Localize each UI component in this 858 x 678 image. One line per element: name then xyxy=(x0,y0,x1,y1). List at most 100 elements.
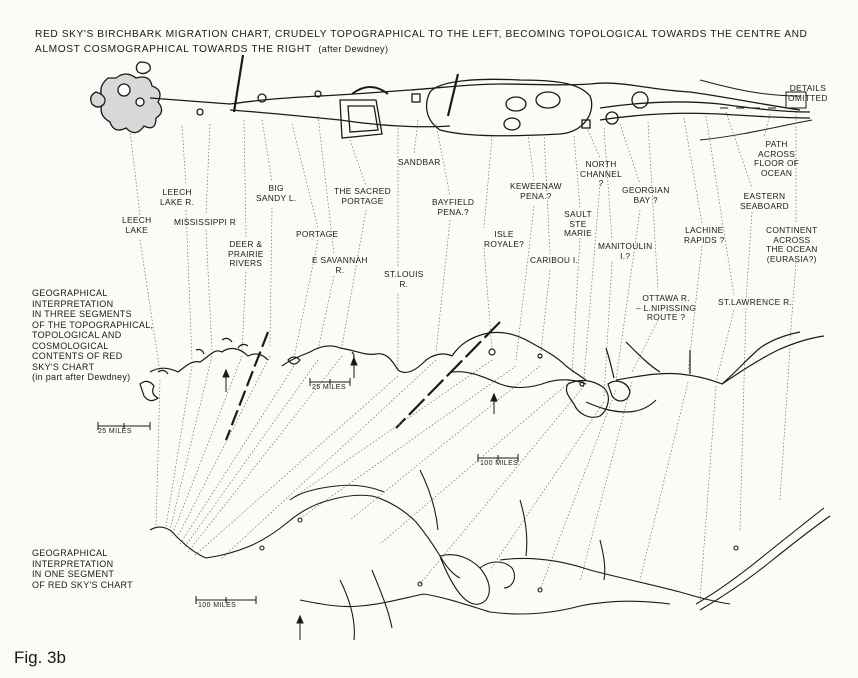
label-deer-prairie: DEER & PRAIRIE RIVERS xyxy=(228,239,264,269)
river-north-a xyxy=(419,469,606,581)
label-sandbar: SANDBAR xyxy=(398,157,441,167)
chart-sacred-portage-inner xyxy=(347,105,379,133)
chart-circle-2 xyxy=(135,97,145,107)
north-arrow-icon xyxy=(490,392,498,414)
ottawa-river xyxy=(615,331,801,385)
chart-circle-1 xyxy=(117,83,131,97)
label-sacred-portage: THE SACRED PORTAGE xyxy=(334,186,391,206)
chart-strip-right2 xyxy=(599,112,811,121)
segment-dividers xyxy=(224,54,501,441)
ottawa-outline xyxy=(499,557,731,605)
one-segment-map xyxy=(149,469,831,641)
label-eastern-seaboard: EASTERN SEABOARD xyxy=(740,191,789,211)
one-dot-c xyxy=(733,545,739,551)
chart-lake-3 xyxy=(503,117,521,131)
coast-east-superior xyxy=(451,331,587,381)
lower-coast xyxy=(299,593,671,615)
label-isle-royale: ISLE ROYALE? xyxy=(484,229,525,249)
birchbark-chart xyxy=(90,61,813,141)
label-manitoulin: MANITOULIN I.? xyxy=(598,241,653,261)
three-segment-map xyxy=(139,331,825,418)
chart-sq-b xyxy=(581,119,591,129)
huron-outline xyxy=(439,554,490,605)
st-lawrence-outline xyxy=(695,507,825,605)
leader-lines xyxy=(129,111,797,601)
label-portage: PORTAGE xyxy=(296,229,339,239)
coast-middle-lakes xyxy=(287,351,355,365)
coast-middle xyxy=(281,345,453,374)
chart-lake-2 xyxy=(535,91,561,109)
label-lachine: LACHINE RAPIDS ? xyxy=(684,225,725,245)
lake-michigan xyxy=(339,569,393,641)
north-arrows xyxy=(222,356,498,640)
superior-outline xyxy=(149,494,461,579)
chart-blob-leech-lake xyxy=(100,73,163,134)
chart-dot-a xyxy=(196,108,204,116)
lake-ontario xyxy=(585,399,657,413)
caption-one-segment: GEOGRAPHICAL INTERPRETATION IN ONE SEGME… xyxy=(32,548,133,590)
chart-hill xyxy=(351,86,389,95)
isle-royale-dot xyxy=(488,348,496,356)
label-st-lawrence: ST.LAWRENCE R. xyxy=(718,297,793,307)
label-mississippi: MISSISSIPPI R xyxy=(174,217,237,227)
one-dot-d xyxy=(297,517,303,523)
chart-dot-c xyxy=(314,90,322,98)
lake-huron xyxy=(565,379,609,418)
title-line-2-main: ALMOST COSMOGRAPHICAL TOWARDS THE RIGHT xyxy=(35,44,312,55)
label-keweenaw: KEWEENAW PENA.? xyxy=(510,181,562,201)
label-caribou: CARIBOU I. xyxy=(530,255,579,265)
river-north xyxy=(605,341,691,379)
title-line-2-sub: (after Dewdney) xyxy=(318,44,389,54)
label-continent: CONTINENT ACROSS THE OCEAN (EURASIA?) xyxy=(766,225,818,264)
chart-dot-e xyxy=(605,111,619,125)
scale-25-miles-middle: 25 MILES xyxy=(312,384,346,391)
scale-100-miles-middle: 100 MILES xyxy=(480,460,519,467)
scale-25-miles-left: 25 MILES xyxy=(98,428,132,435)
scale-100-miles-bottom: 100 MILES xyxy=(198,602,237,609)
one-dot-b xyxy=(537,587,543,593)
st-lawrence-outline2 xyxy=(699,515,831,611)
coast-west-lakes xyxy=(139,337,249,402)
chart-blob-small xyxy=(90,91,106,108)
north-arrow-icon xyxy=(350,356,358,378)
label-big-sandy: BIG SANDY L. xyxy=(256,183,297,203)
chart-strip-right xyxy=(599,101,811,113)
label-leech-lake: LEECH LAKE xyxy=(122,215,152,235)
one-dot-a xyxy=(417,581,423,587)
chart-lake-1 xyxy=(505,96,527,112)
chart-box-details xyxy=(785,91,807,109)
georgian-outline xyxy=(479,561,515,589)
caribou-dot xyxy=(537,353,543,359)
chart-dot-b xyxy=(257,93,267,103)
caption-three-segments: GEOGRAPHICAL INTERPRETATION IN THREE SEG… xyxy=(32,288,154,382)
coast-east-south xyxy=(451,371,587,389)
chart-title: RED SKY'S BIRCHBARK MIGRATION CHART, CRU… xyxy=(35,28,825,57)
chart-sq-a xyxy=(411,93,421,103)
label-e-savannah: E SAVANNAH R. xyxy=(312,255,368,275)
st-lawrence xyxy=(721,335,825,385)
label-georgian: GEORGIAN BAY ? xyxy=(622,185,670,205)
chart-blob-top xyxy=(135,61,151,75)
label-path-ocean: PATH ACROSS FLOOR OF OCEAN xyxy=(754,139,800,178)
label-north-channel: NORTH CHANNEL ? xyxy=(580,159,623,189)
label-details-omitted: DETAILS OMITTED xyxy=(788,83,828,103)
label-bayfield: BAYFIELD PENA.? xyxy=(432,197,475,217)
label-sault: SAULT STE MARIE xyxy=(564,209,593,239)
label-ottawa: OTTAWA R. – L.NIPISSING ROUTE ? xyxy=(636,293,697,323)
label-st-louis: ST.LOUIS R. xyxy=(384,269,424,289)
title-line-2: ALMOST COSMOGRAPHICAL TOWARDS THE RIGHT … xyxy=(35,42,825,57)
label-leech-lake-r: LEECH LAKE R. xyxy=(160,187,195,207)
one-dot-e xyxy=(259,545,265,551)
chart-dot-d xyxy=(631,91,649,109)
georgian-bay xyxy=(607,380,631,402)
coast-west xyxy=(149,347,269,373)
chart-trail xyxy=(149,82,801,111)
north-arrow-icon xyxy=(296,614,304,640)
chart-ocean-lines xyxy=(699,79,813,141)
chart-sacred-portage xyxy=(339,99,383,139)
chart-lake-ring xyxy=(425,78,593,137)
chart-trail-lower xyxy=(229,109,451,128)
sault-dot xyxy=(579,381,585,387)
